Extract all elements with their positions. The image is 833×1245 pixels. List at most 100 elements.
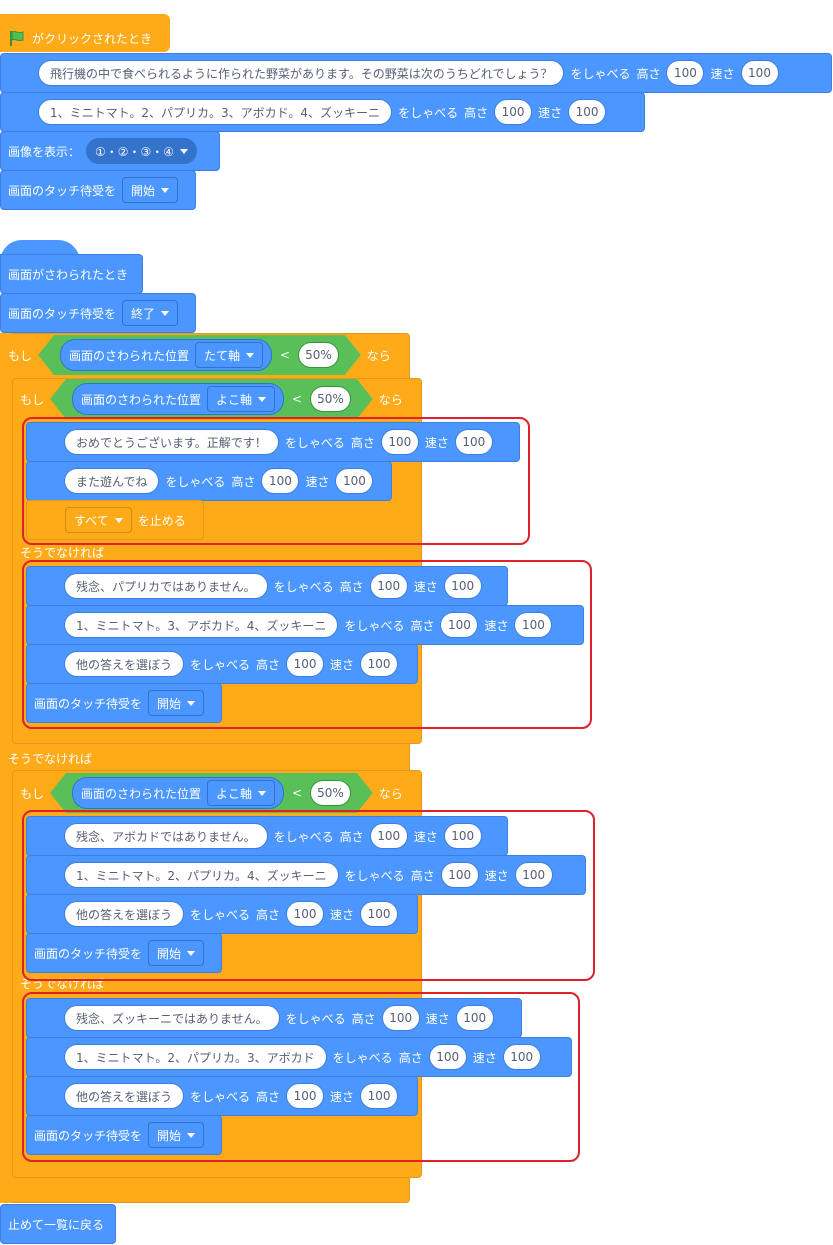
say-text-input[interactable]: おめでとうございます。正解です！ xyxy=(64,429,279,455)
chevron-down-icon xyxy=(246,353,254,358)
compare-value-input[interactable]: 50% xyxy=(298,342,339,368)
compare-value-input[interactable]: 50% xyxy=(310,386,351,412)
touch-wait-end-block[interactable]: 画面のタッチ待受を 終了 xyxy=(0,293,196,333)
stop-return-block[interactable]: 止めて一覧に戻る xyxy=(0,1204,116,1244)
say-block[interactable]: 残念、パプリカではありません。 をしゃべる 高さ 100 速さ 100 xyxy=(26,566,508,606)
say-text-input[interactable]: 残念、ズッキーニではありません。 xyxy=(64,1005,280,1031)
say-text-input[interactable]: 他の答えを選ぼう xyxy=(64,901,185,927)
say-block[interactable]: 1、ミニトマト。3、アボカド。4、ズッキーニ をしゃべる 高さ 100 速さ 1… xyxy=(26,605,584,645)
say-block[interactable]: 1、ミニトマト。2、パプリカ。4、ズッキーニ をしゃべる 高さ 100 速さ 1… xyxy=(26,855,586,895)
touch-wait-block[interactable]: 画面のタッチ待受を 開始 xyxy=(26,1115,222,1155)
stop-dropdown[interactable]: すべて xyxy=(65,507,132,533)
say-block[interactable]: 他の答えを選ぼう をしゃべる 高さ 100 速さ 100 xyxy=(26,894,418,934)
speed-label: 速さ xyxy=(413,829,438,844)
say-text-input[interactable]: また遊んでね xyxy=(64,468,160,494)
touch-position-reporter[interactable]: 画面のさわられた位置よこ軸 xyxy=(72,383,284,415)
less-than-operator[interactable]: 画面のさわられた位置たて軸 < 50% xyxy=(38,335,361,375)
height-input[interactable]: 100 xyxy=(369,823,408,849)
say-verb: をしゃべる xyxy=(344,868,405,883)
say-verb: をしゃべる xyxy=(398,105,459,120)
height-input[interactable]: 100 xyxy=(380,429,419,455)
speed-input[interactable]: 100 xyxy=(514,862,553,888)
height-input[interactable]: 100 xyxy=(369,573,408,599)
touch-wait-dropdown[interactable]: 開始 xyxy=(122,177,179,203)
speed-input[interactable]: 100 xyxy=(443,823,482,849)
say-block[interactable]: 残念、ズッキーニではありません。 をしゃべる 高さ 100 速さ 100 xyxy=(26,998,522,1038)
axis-dropdown[interactable]: たて軸 xyxy=(195,342,263,368)
speed-input[interactable]: 100 xyxy=(360,651,399,677)
say-text-input[interactable]: 1、ミニトマト。3、アボカド。4、ズッキーニ xyxy=(64,612,339,638)
speed-label: 速さ xyxy=(424,435,449,450)
height-input[interactable]: 100 xyxy=(494,99,533,125)
screen-touched-hat-block[interactable]: 画面がさわられたとき xyxy=(0,254,143,294)
say-text-input[interactable]: 残念、アボカドではありません。 xyxy=(64,823,268,849)
touch-wait-dropdown[interactable]: 開始 xyxy=(148,940,205,966)
height-input[interactable]: 100 xyxy=(286,901,325,927)
touch-wait-dropdown[interactable]: 開始 xyxy=(148,1122,205,1148)
less-than-operator[interactable]: 画面のさわられた位置よこ軸 < 50% xyxy=(50,379,373,419)
say-block[interactable]: 他の答えを選ぼう をしゃべる 高さ 100 速さ 100 xyxy=(26,644,418,684)
then-label: なら xyxy=(378,392,403,407)
axis-dropdown[interactable]: よこ軸 xyxy=(207,386,275,412)
say-block[interactable]: また遊んでね をしゃべる 高さ 100 速さ 100 xyxy=(26,461,392,501)
touch-wait-value: 開始 xyxy=(157,1128,182,1143)
say-block[interactable]: 残念、アボカドではありません。 をしゃべる 高さ 100 速さ 100 xyxy=(26,816,508,856)
axis-dropdown[interactable]: よこ軸 xyxy=(207,780,275,806)
touch-wait-dropdown[interactable]: 終了 xyxy=(122,300,179,326)
speed-label: 速さ xyxy=(425,1011,450,1026)
less-than-operator[interactable]: 画面のさわられた位置よこ軸 < 50% xyxy=(50,773,373,813)
say-block[interactable]: 他の答えを選ぼう をしゃべる 高さ 100 速さ 100 xyxy=(26,1076,418,1116)
if-label: もし xyxy=(8,348,33,363)
stop-value: すべて xyxy=(74,513,109,528)
speed-input[interactable]: 100 xyxy=(455,1005,494,1031)
chevron-down-icon xyxy=(258,791,266,796)
speed-input[interactable]: 100 xyxy=(443,573,482,599)
say-block[interactable]: 飛行機の中で食べられるように作られた野菜があります。その野菜は次のうちどれでしょ… xyxy=(0,53,832,93)
touch-position-reporter[interactable]: 画面のさわられた位置よこ軸 xyxy=(72,777,284,809)
speed-input[interactable]: 100 xyxy=(335,468,374,494)
say-text-input[interactable]: 1、ミニトマト。2、パプリカ。3、アボカド。4、ズッキーニ xyxy=(38,99,393,125)
height-input[interactable]: 100 xyxy=(440,862,479,888)
height-input[interactable]: 100 xyxy=(666,60,705,86)
touch-wait-block[interactable]: 画面のタッチ待受を 開始 xyxy=(26,683,222,723)
height-input[interactable]: 100 xyxy=(261,468,300,494)
height-input[interactable]: 100 xyxy=(428,1044,467,1070)
say-block[interactable]: 1、ミニトマト。2、パプリカ。3、アボカド。4、ズッキーニ をしゃべる 高さ 1… xyxy=(0,92,645,132)
speed-input[interactable]: 100 xyxy=(360,1083,399,1109)
touch-wait-dropdown[interactable]: 開始 xyxy=(148,690,205,716)
say-text-input[interactable]: 1、ミニトマト。2、パプリカ。4、ズッキーニ xyxy=(64,862,339,888)
say-text-input[interactable]: 他の答えを選ぼう xyxy=(64,1083,185,1109)
show-image-block[interactable]: 画像を表示： ①・②・③・④ xyxy=(0,131,220,171)
say-text-input[interactable]: 残念、パプリカではありません。 xyxy=(64,573,268,599)
speed-input[interactable]: 100 xyxy=(740,60,779,86)
height-input[interactable]: 100 xyxy=(381,1005,420,1031)
say-verb: をしゃべる xyxy=(570,66,631,81)
touch-wait-label: 画面のタッチ待受を xyxy=(34,1128,143,1143)
touch-wait-block[interactable]: 画面のタッチ待受を 開始 xyxy=(26,933,222,973)
height-input[interactable]: 100 xyxy=(440,612,479,638)
stop-all-block[interactable]: すべて を止める xyxy=(26,500,204,540)
say-block[interactable]: 1、ミニトマト。2、パプリカ。3、アボカド をしゃべる 高さ 100 速さ 10… xyxy=(26,1037,572,1077)
green-flag-hat-block[interactable]: がクリックされたとき xyxy=(0,14,170,52)
highlight-box xyxy=(22,560,592,729)
say-verb: をしゃべる xyxy=(285,1011,346,1026)
speed-input[interactable]: 100 xyxy=(568,99,607,125)
height-input[interactable]: 100 xyxy=(286,1083,325,1109)
touch-wait-block[interactable]: 画面のタッチ待受を 開始 xyxy=(0,170,196,210)
speed-input[interactable]: 100 xyxy=(454,429,493,455)
touch-wait-value: 終了 xyxy=(131,306,156,321)
speed-input[interactable]: 100 xyxy=(514,612,553,638)
outer-if-arm xyxy=(0,333,12,1203)
image-dropdown[interactable]: ①・②・③・④ xyxy=(86,138,198,164)
speed-input[interactable]: 100 xyxy=(360,901,399,927)
say-text-input[interactable]: 1、ミニトマト。2、パプリカ。3、アボカド xyxy=(64,1044,327,1070)
show-image-label: 画像を表示： xyxy=(8,144,81,159)
touch-position-reporter[interactable]: 画面のさわられた位置たて軸 xyxy=(60,339,272,371)
compare-value-input[interactable]: 50% xyxy=(310,780,351,806)
axis-value: たて軸 xyxy=(204,348,241,363)
say-text-input[interactable]: 飛行機の中で食べられるように作られた野菜があります。その野菜は次のうちどれでしょ… xyxy=(38,60,565,86)
height-input[interactable]: 100 xyxy=(286,651,325,677)
say-text-input[interactable]: 他の答えを選ぼう xyxy=(64,651,185,677)
say-block[interactable]: おめでとうございます。正解です！ をしゃべる 高さ 100 速さ 100 xyxy=(26,422,520,462)
speed-input[interactable]: 100 xyxy=(502,1044,541,1070)
